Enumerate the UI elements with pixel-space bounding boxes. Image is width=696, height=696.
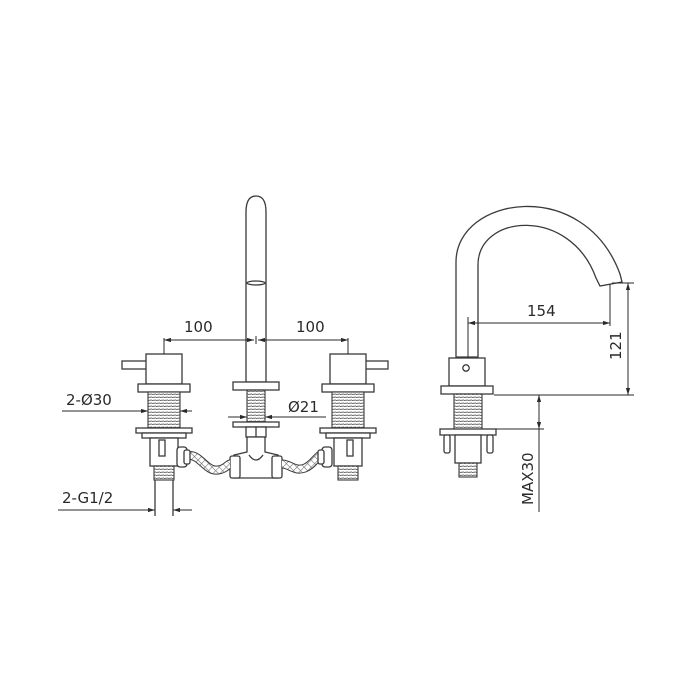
dimension-handle-spacing: 100 100 [163, 318, 349, 354]
dimension-spout-reach: 154 [467, 284, 611, 358]
dim-label-2-d30: 2-Ø30 [66, 391, 112, 409]
gooseneck-spout [439, 205, 623, 478]
side-view: 154 121 MAX30 [439, 205, 634, 512]
tee-fittings [229, 455, 283, 479]
front-view: 100 100 2-Ø30 Ø21 2-G1/2 [58, 195, 389, 516]
right-handle-valve [317, 353, 389, 481]
dimension-spout-height: 121 [494, 282, 634, 396]
dim-label-max30: MAX30 [519, 452, 537, 505]
center-spout [232, 195, 280, 479]
dim-label-154: 154 [527, 302, 556, 320]
dim-label-d21: Ø21 [288, 398, 319, 416]
dimension-max-deck-thickness: MAX30 [496, 395, 544, 512]
dim-label-100-right: 100 [296, 318, 325, 336]
dimension-inlet-thread: 2-G1/2 [58, 489, 192, 513]
dim-label-g12: 2-G1/2 [62, 489, 113, 507]
dim-label-121: 121 [607, 331, 625, 360]
left-handle-valve [121, 353, 193, 516]
dimension-spout-diameter: Ø21 [228, 398, 326, 420]
dimension-handle-diameter: 2-Ø30 [62, 391, 192, 414]
dim-label-100-left: 100 [184, 318, 213, 336]
